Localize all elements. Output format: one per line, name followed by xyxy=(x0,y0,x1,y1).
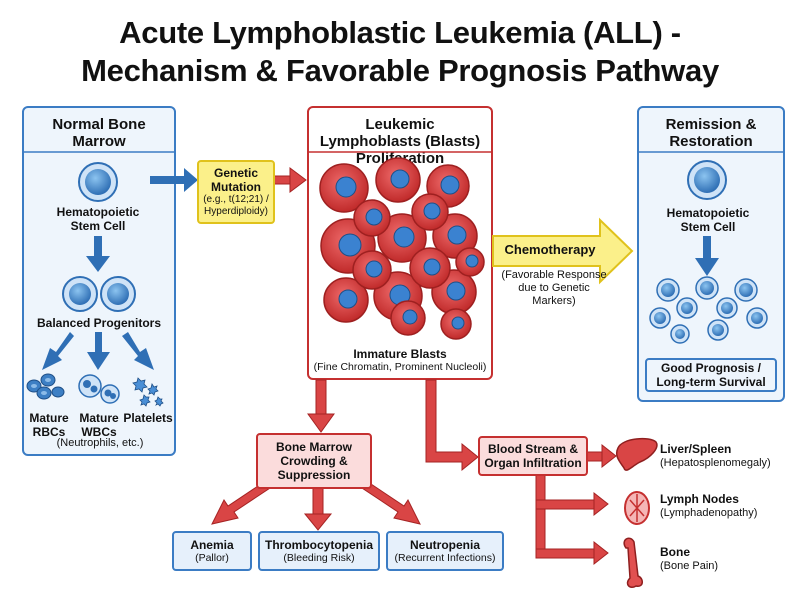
marrow-crowding-box: Bone Marrow Crowding & Suppression xyxy=(256,433,372,489)
lymph-nodes-note: (Lymphadenopathy) xyxy=(660,507,758,519)
bone-title: Bone xyxy=(660,545,690,559)
blast-nucleus xyxy=(423,258,441,276)
chemotherapy-label: Chemotherapy xyxy=(504,242,596,257)
normal-bone-marrow-header: Normal Bone Marrow xyxy=(52,116,146,150)
blast-nucleus xyxy=(451,316,465,330)
immature-blasts-caption: Immature Blasts xyxy=(353,347,447,361)
thrombocytopenia-note: (Bleeding Risk) xyxy=(283,552,355,564)
normal-bone-marrow-panel: Normal Bone Marrow xyxy=(22,106,176,456)
thrombocytopenia-box: Thrombocytopenia (Bleeding Risk) xyxy=(258,531,380,571)
neutropenia-box: Neutropenia (Recurrent Infections) xyxy=(386,531,504,571)
anemia-title: Anemia xyxy=(190,538,234,552)
anemia-note: (Pallor) xyxy=(195,552,229,564)
stem-to-progenitor-arrow xyxy=(86,236,110,272)
chemotherapy-note: (Favorable Response due to Genetic Marke… xyxy=(501,269,607,307)
lymph-nodes-title: Lymph Nodes xyxy=(660,492,739,506)
leukemic-blasts-cluster xyxy=(319,157,485,340)
title-line-2: Mechanism & Favorable Prognosis Pathway xyxy=(81,53,719,88)
red-blood-cells-icon xyxy=(26,373,65,400)
mutation-to-blasts-arrow xyxy=(273,167,307,193)
restoration-arrow xyxy=(695,236,719,276)
genetic-mutation-title: Genetic Mutation xyxy=(211,166,261,194)
liver-spleen-title: Liver/Spleen xyxy=(660,442,732,456)
wbc-note: (Neutrophils, etc.) xyxy=(56,437,144,449)
good-prognosis-box: Good Prognosis / Long-term Survival xyxy=(645,358,777,392)
crowding-branch-arrows xyxy=(211,481,421,531)
chemotherapy-arrow xyxy=(492,217,634,285)
lymph-node-icon xyxy=(624,491,650,525)
immature-blasts-note: (Fine Chromatin, Prominent Nucleoli) xyxy=(313,361,487,373)
blast-nucleus xyxy=(338,233,362,257)
platelets-icon xyxy=(132,377,164,407)
balanced-progenitors-label: Balanced Progenitors xyxy=(36,316,162,330)
neutropenia-title: Neutropenia xyxy=(409,538,480,552)
neutropenia-note: (Recurrent Infections) xyxy=(394,552,496,564)
marrow-crowding-title: Bone Marrow Crowding & Suppression xyxy=(275,440,352,482)
thrombocytopenia-title: Thrombocytopenia xyxy=(264,538,373,552)
platelets-label: Platelets xyxy=(123,411,173,425)
blast-nucleus xyxy=(390,169,410,189)
restored-stem-cell-icon xyxy=(687,160,727,200)
marrow-to-mutation-arrow xyxy=(150,168,198,192)
bone-note: (Bone Pain) xyxy=(660,560,719,572)
blast-nucleus xyxy=(446,281,466,301)
right-stem-cell-label: Hematopoietic Stem Cell xyxy=(666,206,750,234)
genetic-mutation-box: Genetic Mutation (e.g., t(12;21) / Hyper… xyxy=(197,160,275,224)
title-line-1: Acute Lymphoblastic Leukemia (ALL) - xyxy=(119,15,681,50)
left-stem-cell-label: Hematopoietic Stem Cell xyxy=(56,205,140,233)
liver-icon xyxy=(615,437,658,471)
blast-nucleus xyxy=(402,309,418,325)
progenitor-cells-icon xyxy=(62,276,136,312)
blast-nucleus xyxy=(365,208,383,226)
blast-nucleus xyxy=(365,260,383,278)
blast-nucleus xyxy=(393,226,415,248)
anemia-box: Anemia (Pallor) xyxy=(172,531,252,571)
bone-icon xyxy=(623,537,643,589)
liver-spleen-note: (Hepatosplenomegaly) xyxy=(660,457,771,469)
restored-progenitors-icon xyxy=(649,276,768,344)
organ-infiltration-box: Blood Stream & Organ Infiltration xyxy=(478,436,588,476)
genetic-mutation-note: (e.g., t(12;21) / Hyperdiploidy) xyxy=(203,194,269,217)
blasts-to-crowding-arrow xyxy=(307,379,335,433)
infiltration-branch-arrows xyxy=(535,443,617,566)
progenitor-branch-arrows xyxy=(42,332,154,370)
white-blood-cells-icon xyxy=(78,374,120,404)
blast-nucleus xyxy=(440,175,460,195)
blast-nucleus xyxy=(423,202,441,220)
organ-infiltration-title: Blood Stream & Organ Infiltration xyxy=(484,442,582,470)
blasts-to-infiltration-arrow xyxy=(425,379,479,472)
good-prognosis-label: Good Prognosis / Long-term Survival xyxy=(656,361,766,389)
blast-nucleus xyxy=(338,289,358,309)
blast-nucleus xyxy=(335,176,357,198)
mature-rbcs-label: Mature RBCs xyxy=(29,411,69,439)
blast-nucleus xyxy=(447,225,467,245)
blast-nucleus xyxy=(465,254,479,268)
mature-wbcs-label: Mature WBCs xyxy=(79,411,119,439)
stem-cell-icon xyxy=(78,162,118,202)
remission-header: Remission & Restoration xyxy=(665,116,757,150)
